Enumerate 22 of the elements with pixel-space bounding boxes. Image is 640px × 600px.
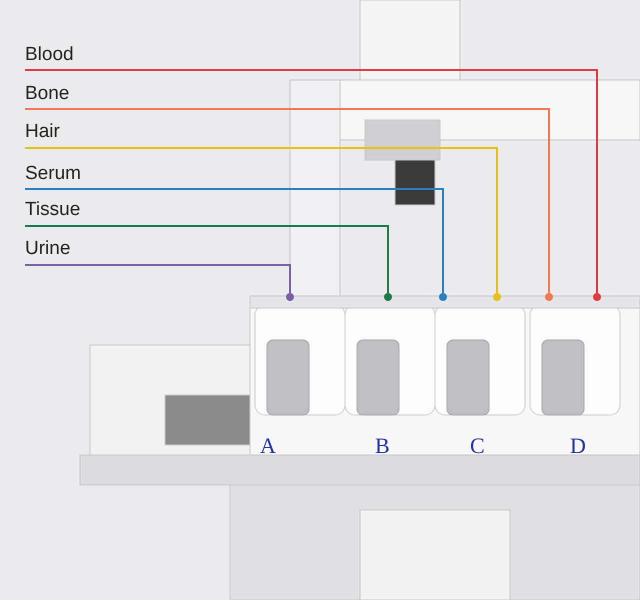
leader-line [25,108,550,293]
sample-label: Urine [25,238,70,260]
leader-line [25,188,444,293]
position-letter: C [470,433,485,459]
target-dot [384,293,392,301]
sample-label: Tissue [25,199,80,221]
position-letter: D [570,433,586,459]
target-dot [493,293,501,301]
sample-label: Serum [25,163,81,185]
sample-label: Bone [25,83,70,105]
sample-label: Blood [25,44,74,66]
position-letter: B [375,433,390,459]
target-dot [545,293,553,301]
leader-line [25,69,598,293]
sample-label: Hair [25,121,60,143]
target-dot [439,293,447,301]
leader-line [25,225,389,293]
position-letter: A [260,433,276,459]
leader-line [25,264,291,293]
leader-line [25,147,498,293]
target-dot [286,293,294,301]
target-dot [593,293,601,301]
